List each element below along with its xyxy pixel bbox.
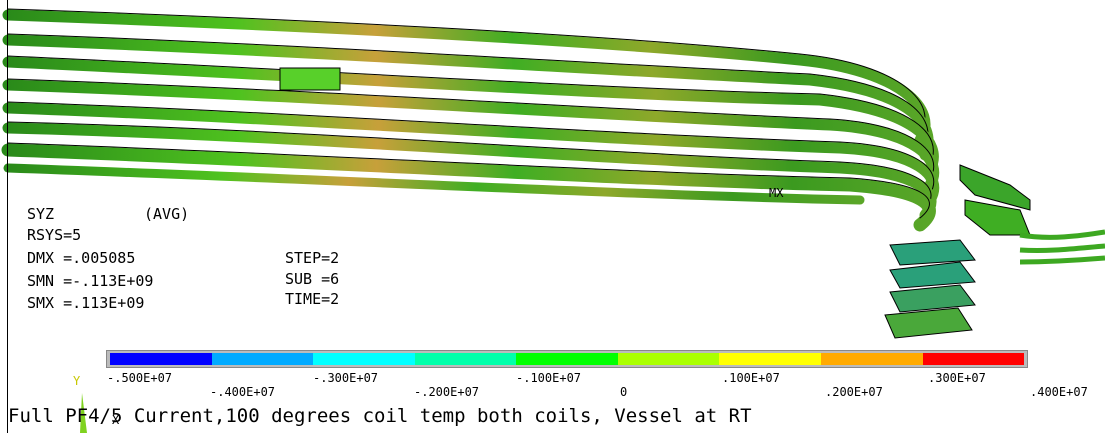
legend-label: -.300E+07 bbox=[313, 371, 379, 385]
legend-label: -.500E+07 bbox=[107, 371, 173, 385]
coil-lead bbox=[1019, 229, 1105, 265]
coil-band bbox=[2, 102, 940, 206]
coil-band bbox=[2, 122, 937, 221]
result-item-name: SYZ bbox=[27, 205, 55, 223]
legend-swatch bbox=[617, 353, 720, 365]
legend-label: .400E+07 bbox=[1030, 385, 1088, 399]
dmx-value: DMX =.005085 bbox=[27, 249, 136, 267]
mesh-patch bbox=[279, 67, 341, 91]
legend-label: -.200E+07 bbox=[414, 385, 480, 399]
legend-swatch bbox=[414, 353, 517, 365]
legend-label: .100E+07 bbox=[722, 371, 780, 385]
coil-band bbox=[2, 34, 934, 161]
legend-label: .300E+07 bbox=[928, 371, 986, 385]
coil-band bbox=[1, 143, 936, 232]
coil-band bbox=[2, 56, 939, 176]
legend-swatch bbox=[516, 353, 618, 365]
legend-label: 0 bbox=[620, 385, 628, 399]
coil-band bbox=[2, 9, 931, 146]
step-value: STEP=2 bbox=[285, 249, 340, 267]
coil-bands bbox=[1, 8, 940, 232]
legend-label: -.100E+07 bbox=[516, 371, 582, 385]
sub-value: SUB =6 bbox=[285, 270, 340, 288]
legend-swatch bbox=[719, 353, 821, 365]
smn-value: SMN =-.113E+09 bbox=[27, 272, 154, 290]
legend-swatch bbox=[313, 353, 415, 365]
max-marker: MX bbox=[769, 186, 784, 200]
legend-label: -.400E+07 bbox=[210, 385, 276, 399]
contour-legend-bar bbox=[106, 350, 1028, 368]
time-value: TIME=2 bbox=[285, 290, 340, 308]
legend-swatch bbox=[820, 353, 923, 365]
smx-value: SMX =.113E+09 bbox=[27, 294, 145, 312]
coil-band bbox=[2, 79, 940, 191]
plot-caption: Full PF4/5 Current,100 degrees coil temp… bbox=[8, 405, 752, 427]
legend-label: .200E+07 bbox=[825, 385, 883, 399]
legend-swatch bbox=[211, 353, 314, 365]
viewport-frame-line bbox=[7, 0, 8, 433]
triad-x-label: X bbox=[112, 413, 120, 427]
coil-band bbox=[3, 163, 865, 205]
triad-y-label: Y bbox=[73, 374, 81, 388]
rsys-value: RSYS=5 bbox=[27, 226, 82, 244]
coil-lower-segments bbox=[884, 164, 1031, 339]
legend-swatch bbox=[922, 353, 1025, 365]
result-averaging: (AVG) bbox=[144, 205, 190, 223]
legend-swatch bbox=[110, 353, 212, 365]
triad-axes bbox=[80, 393, 87, 433]
